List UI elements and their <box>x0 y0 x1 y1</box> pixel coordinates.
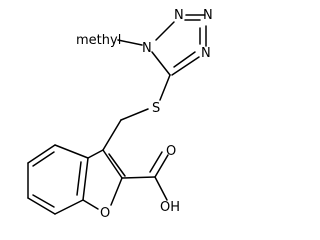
furan-ring <box>82 149 126 210</box>
bond-s-ch2 <box>120 108 149 121</box>
atom-label-s: S <box>152 101 160 116</box>
bond-o1-c7a <box>82 199 99 210</box>
benzene-ring <box>27 144 89 215</box>
atom-label-n4: N <box>201 46 211 61</box>
bond-methyl-n1 <box>117 39 143 46</box>
atom-label-methyl: methyl <box>76 33 121 48</box>
bond-c7-c7a <box>54 199 84 215</box>
bond-n4-c5-double <box>173 51 196 68</box>
bond-c5-n1 <box>151 51 171 76</box>
carboxylic-acid-group <box>121 151 169 201</box>
bond-c2-o1 <box>110 177 123 206</box>
bond-c-o-carbonyl <box>154 154 169 178</box>
atom-label-oh: OH <box>160 200 180 215</box>
atom-label-n2: N <box>174 8 184 23</box>
bond-c2-ccooh <box>121 176 156 179</box>
atom-label-o-ring: O <box>100 206 110 221</box>
bond-c5-s <box>159 74 171 101</box>
bond-c3-c2 <box>102 149 123 179</box>
tetrazole-ring <box>151 14 207 76</box>
bond-c-o-carbonyl-double <box>149 151 163 173</box>
atom-label-n3: N <box>203 8 213 23</box>
bond-c4-c5b-double <box>32 151 55 167</box>
bond-c3a-c4 <box>54 144 89 159</box>
bond-c6-c7-double <box>32 194 55 208</box>
structure-canvas: methyl N N N N S O O OH <box>27 8 213 221</box>
chemical-structure-drawing: methyl N N N N S O O OH <box>27 8 213 221</box>
bond-c4-c5b <box>27 144 56 164</box>
atom-label-n1: N <box>142 41 152 56</box>
atom-label-o-carbonyl: O <box>166 144 176 159</box>
bond-c-oh <box>154 176 168 201</box>
bond-c7a-c3a-double <box>76 161 82 196</box>
bond-n4-c5 <box>171 56 200 76</box>
bond-n1-n2 <box>155 21 175 41</box>
bond-c3-c3a <box>87 149 104 159</box>
bond-c6-c7 <box>27 197 56 215</box>
bond-c3-c2-double <box>108 153 126 177</box>
bond-c7a-c3a <box>82 157 89 201</box>
bond-ch2-c3 <box>102 119 122 151</box>
